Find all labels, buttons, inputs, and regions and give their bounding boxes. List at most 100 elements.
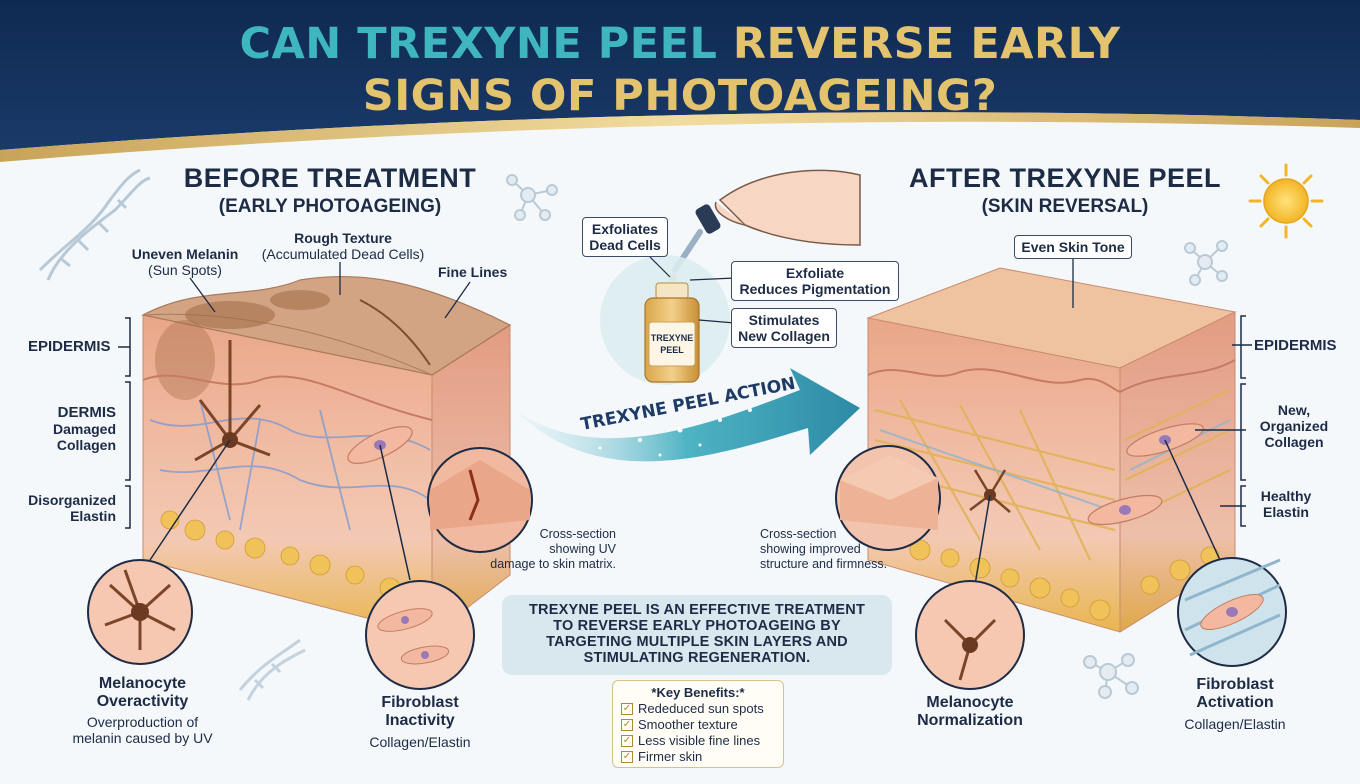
dermis-title: DERMIS bbox=[57, 404, 116, 421]
exfoliates-line2: Dead Cells bbox=[589, 237, 661, 253]
new-collagen-line1: New, bbox=[1277, 402, 1311, 418]
new-collagen-line2: Organized bbox=[1259, 418, 1329, 434]
action-leader-lines bbox=[649, 256, 736, 324]
summary-line4: STIMULATING REGENERATION. bbox=[583, 650, 811, 666]
after-melanocyte-magnifier bbox=[915, 494, 1025, 690]
sun-icon bbox=[1248, 163, 1324, 239]
reduces-pigmentation-box: Exfoliate Reduces Pigmentation bbox=[731, 261, 899, 301]
new-collagen-label: New, Organized Collagen bbox=[1254, 402, 1334, 450]
before-fibroblast-magnifier bbox=[365, 444, 475, 690]
checkbox-icon: ✓ bbox=[621, 719, 633, 731]
after-skin-block bbox=[866, 267, 1237, 633]
summary-line2: TO REVERSE EARLY PHOTOAGEING BY bbox=[553, 618, 841, 634]
pigment-line1: Exfoliate bbox=[785, 265, 845, 281]
rough-texture-label: Rough Texture (Accumulated Dead Cells) bbox=[248, 230, 438, 262]
after-cross-line2: showing improved bbox=[760, 542, 861, 556]
before-leader-lines bbox=[189, 262, 471, 319]
damaged-collagen-line1: Damaged bbox=[52, 421, 116, 437]
pigment-line2: Reduces Pigmentation bbox=[739, 281, 891, 297]
summary-box: TREXYNE PEEL IS AN EFFECTIVE TREATMENT T… bbox=[502, 595, 892, 675]
before-cross-line1: Cross-section bbox=[539, 527, 616, 541]
stimulates-collagen-box: Stimulates New Collagen bbox=[731, 308, 837, 348]
layer-brackets-left bbox=[118, 317, 131, 529]
before-cross-section-note: Cross-section showing UV damage to skin … bbox=[470, 527, 616, 572]
after-heading: AFTER TREXYNE PEEL (SKIN REVERSAL) bbox=[895, 163, 1235, 218]
checkbox-icon: ✓ bbox=[621, 703, 633, 715]
layer-brackets-right bbox=[1195, 315, 1252, 527]
molecule-icon bbox=[506, 174, 558, 221]
dna-icon bbox=[38, 168, 151, 281]
new-collagen-line3: Collagen bbox=[1264, 434, 1324, 450]
title-line1-part2: REVERSE EARLY bbox=[732, 19, 1121, 69]
fibroblast-activation-line1: Fibroblast bbox=[1196, 676, 1274, 693]
collagen-line2: New Collagen bbox=[738, 328, 830, 344]
disorganized-elastin-line1: Disorganized bbox=[28, 492, 116, 508]
melanocyte-overactivity-line2: Overactivity bbox=[96, 693, 189, 710]
list-item: ✓Less visible fine lines bbox=[621, 733, 775, 749]
fibroblast-inactivity-desc: Collagen/Elastin bbox=[369, 734, 471, 750]
melanocyte-normalization-line2: Normalization bbox=[917, 712, 1023, 729]
before-cross-section-magnifier bbox=[427, 447, 533, 553]
before-skin-block bbox=[141, 275, 512, 637]
checkbox-icon: ✓ bbox=[621, 751, 633, 763]
serum-bottle-icon bbox=[644, 282, 700, 383]
benefit-text: Rededuced sun spots bbox=[638, 701, 764, 716]
after-subheading: (SKIN REVERSAL) bbox=[981, 196, 1149, 217]
melanocyte-overactivity-line1: Melanocyte bbox=[98, 675, 187, 692]
melanocyte-overactivity-label: Melanocyte Overactivity Overproduction o… bbox=[55, 675, 230, 746]
summary-line3: TARGETING MULTIPLE SKIN LAYERS AND bbox=[546, 634, 848, 650]
after-cross-line3: structure and firmness. bbox=[760, 557, 888, 571]
melanocyte-desc-line1: Overproduction of bbox=[86, 714, 199, 730]
uneven-melanin-label: Uneven Melanin (Sun Spots) bbox=[110, 246, 260, 278]
bottle-label-line2: PEEL bbox=[660, 345, 684, 355]
melanocyte-normalization-label: Melanocyte Normalization bbox=[895, 694, 1045, 730]
melanocyte-normalization-line1: Melanocyte bbox=[926, 694, 1014, 711]
sparkle-particles bbox=[598, 408, 752, 457]
melanocyte-desc-line2: melanin caused by UV bbox=[72, 730, 213, 746]
treatment-action-arrow bbox=[515, 368, 860, 462]
before-melanocyte-magnifier bbox=[87, 439, 231, 665]
fibroblast-inactivity-line2: Inactivity bbox=[385, 712, 455, 729]
title-line2: SIGNS OF PHOTOAGEING? bbox=[362, 71, 998, 121]
dna-icon bbox=[238, 638, 306, 701]
list-item: ✓ Smoother texture bbox=[621, 717, 775, 733]
disorganized-elastin-label: Disorganized Elastin bbox=[14, 492, 116, 524]
disorganized-elastin-line2: Elastin bbox=[70, 508, 116, 524]
exfoliates-line1: Exfoliates bbox=[591, 221, 659, 237]
bottle-label-line1: TREXYNE bbox=[651, 333, 694, 343]
after-fibroblast-magnifier bbox=[1164, 439, 1287, 667]
header-gold-band bbox=[0, 112, 1360, 162]
rough-texture-sub: (Accumulated Dead Cells) bbox=[261, 246, 425, 262]
summary-line1: TREXYNE PEEL IS AN EFFECTIVE TREATMENT bbox=[528, 602, 866, 618]
key-benefits-heading: *Key Benefits:* bbox=[651, 685, 745, 700]
fibroblast-activation-line2: Activation bbox=[1196, 694, 1274, 711]
after-epidermis-label: EPIDERMIS bbox=[1254, 337, 1337, 354]
fibroblast-inactivity-label: Fibroblast Inactivity Collagen/Elastin bbox=[340, 694, 500, 750]
list-item: ✓ Rededuced sun spots bbox=[621, 701, 775, 717]
before-subheading: (EARLY PHOTOAGEING) bbox=[218, 196, 442, 217]
rough-texture-title: Rough Texture bbox=[294, 230, 392, 246]
after-cross-section-magnifier bbox=[835, 445, 941, 551]
exfoliates-dead-cells-box: Exfoliates Dead Cells bbox=[582, 217, 668, 257]
collagen-line1: Stimulates bbox=[748, 312, 820, 328]
uneven-melanin-sub: (Sun Spots) bbox=[148, 262, 222, 278]
damaged-collagen-line2: Collagen bbox=[56, 437, 116, 453]
fibroblast-activation-label: Fibroblast Activation Collagen/Elastin bbox=[1160, 676, 1310, 732]
after-cross-line1: Cross-section bbox=[760, 527, 837, 541]
even-skin-tone-box: Even Skin Tone bbox=[1014, 235, 1132, 259]
checkbox-icon: ✓ bbox=[621, 735, 633, 747]
key-benefits-box: *Key Benefits:* ✓ Rededuced sun spots ✓ Sm… bbox=[612, 680, 784, 768]
fine-lines-label: Fine Lines bbox=[438, 264, 508, 280]
benefit-text: Firmer skin bbox=[638, 749, 703, 764]
healthy-elastin-line1: Healthy bbox=[1260, 488, 1312, 504]
uneven-melanin-title: Uneven Melanin bbox=[131, 246, 239, 262]
benefit-text: Smoother texture bbox=[638, 717, 738, 732]
before-cross-line2: showing UV bbox=[549, 542, 616, 556]
fibroblast-activation-desc: Collagen/Elastin bbox=[1184, 716, 1286, 732]
list-item: ✓ Firmer skin bbox=[621, 749, 775, 765]
after-cross-section-note: Cross-section showing improved structure… bbox=[760, 527, 920, 572]
before-heading-text: BEFORE TREATMENT bbox=[183, 163, 477, 193]
before-dermis-label: DERMIS Damaged Collagen bbox=[30, 404, 116, 454]
before-heading: BEFORE TREATMENT (EARLY PHOTOAGEING) bbox=[160, 163, 500, 218]
